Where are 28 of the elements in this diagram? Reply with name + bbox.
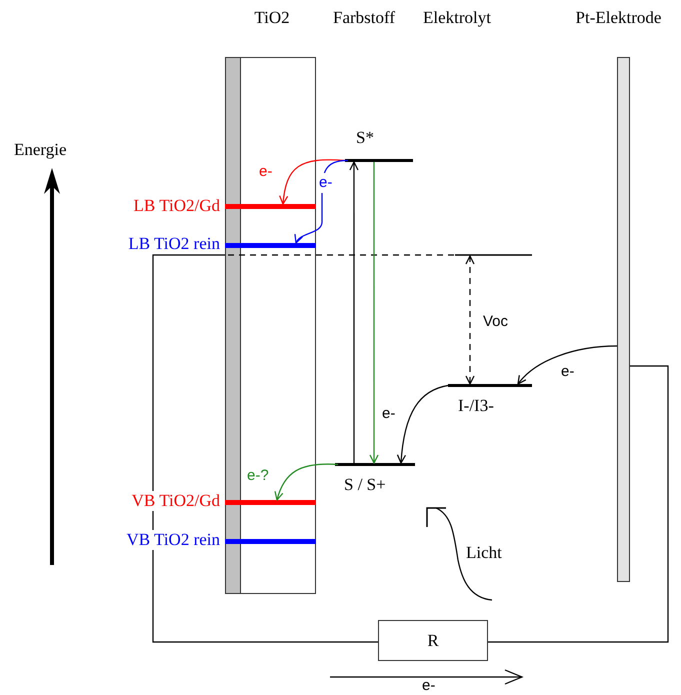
- level-label: S / S+: [344, 475, 387, 495]
- arrow: [274, 464, 338, 501]
- arrow: [279, 159, 346, 205]
- wire-line: [152, 254, 378, 643]
- annotation-label: Licht: [466, 543, 502, 563]
- resistor-symbol: R: [378, 620, 488, 661]
- energy-level-bar: [225, 243, 316, 248]
- arrow: [295, 160, 348, 244]
- level-label: VB TiO2 rein: [124, 530, 222, 550]
- arrow: [517, 345, 618, 385]
- axis-label: Energie: [14, 140, 67, 160]
- column-heading: Farbstoff: [333, 8, 396, 28]
- level-label: I-/I3-: [458, 396, 495, 416]
- level-label: VB TiO2/Gd: [130, 491, 222, 511]
- column-heading: TiO2: [253, 8, 291, 28]
- arrow: [397, 384, 448, 464]
- level-label: S*: [356, 128, 375, 148]
- energy-level-bar: [225, 204, 316, 209]
- edge-label: e-: [318, 173, 334, 193]
- flow-label: e-: [422, 676, 436, 695]
- wire-line: [488, 365, 669, 643]
- energy-level-bar: [225, 539, 316, 544]
- arrow: [465, 255, 475, 385]
- column-heading: Pt-Elektrode: [574, 8, 662, 28]
- arrow: [349, 161, 359, 463]
- arrow: [369, 162, 379, 464]
- column-heading: Elektrolyt: [423, 8, 491, 28]
- energy-level-bar: [225, 500, 316, 505]
